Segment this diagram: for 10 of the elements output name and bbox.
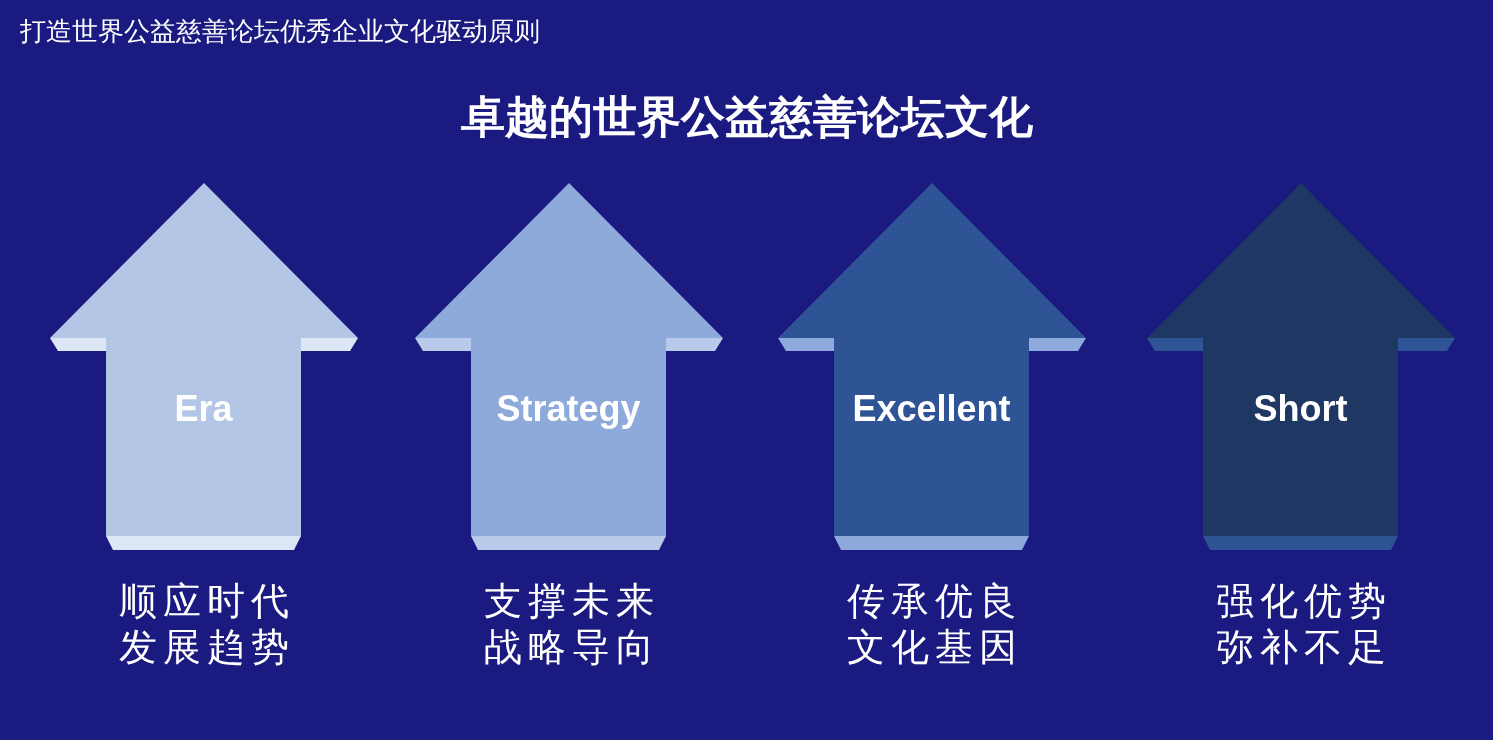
caption-text: 强化优势弥补不足 — [1215, 579, 1393, 670]
page-heading: 打造世界公益慈善论坛优秀企业文化驱动原则 — [20, 15, 540, 48]
arrow-label: Strategy — [495, 388, 642, 430]
arrow-label: Era — [173, 388, 234, 430]
arrow-label: Excellent — [851, 388, 1012, 430]
diagram-title: 卓越的世界公益慈善论坛文化 — [459, 91, 1034, 143]
caption-text: 传承优良文化基因 — [846, 579, 1024, 670]
caption-text: 支撑未来战略导向 — [483, 579, 661, 670]
caption-text: 顺应时代发展趋势 — [118, 579, 296, 670]
arrow-label: Short — [1252, 388, 1349, 430]
